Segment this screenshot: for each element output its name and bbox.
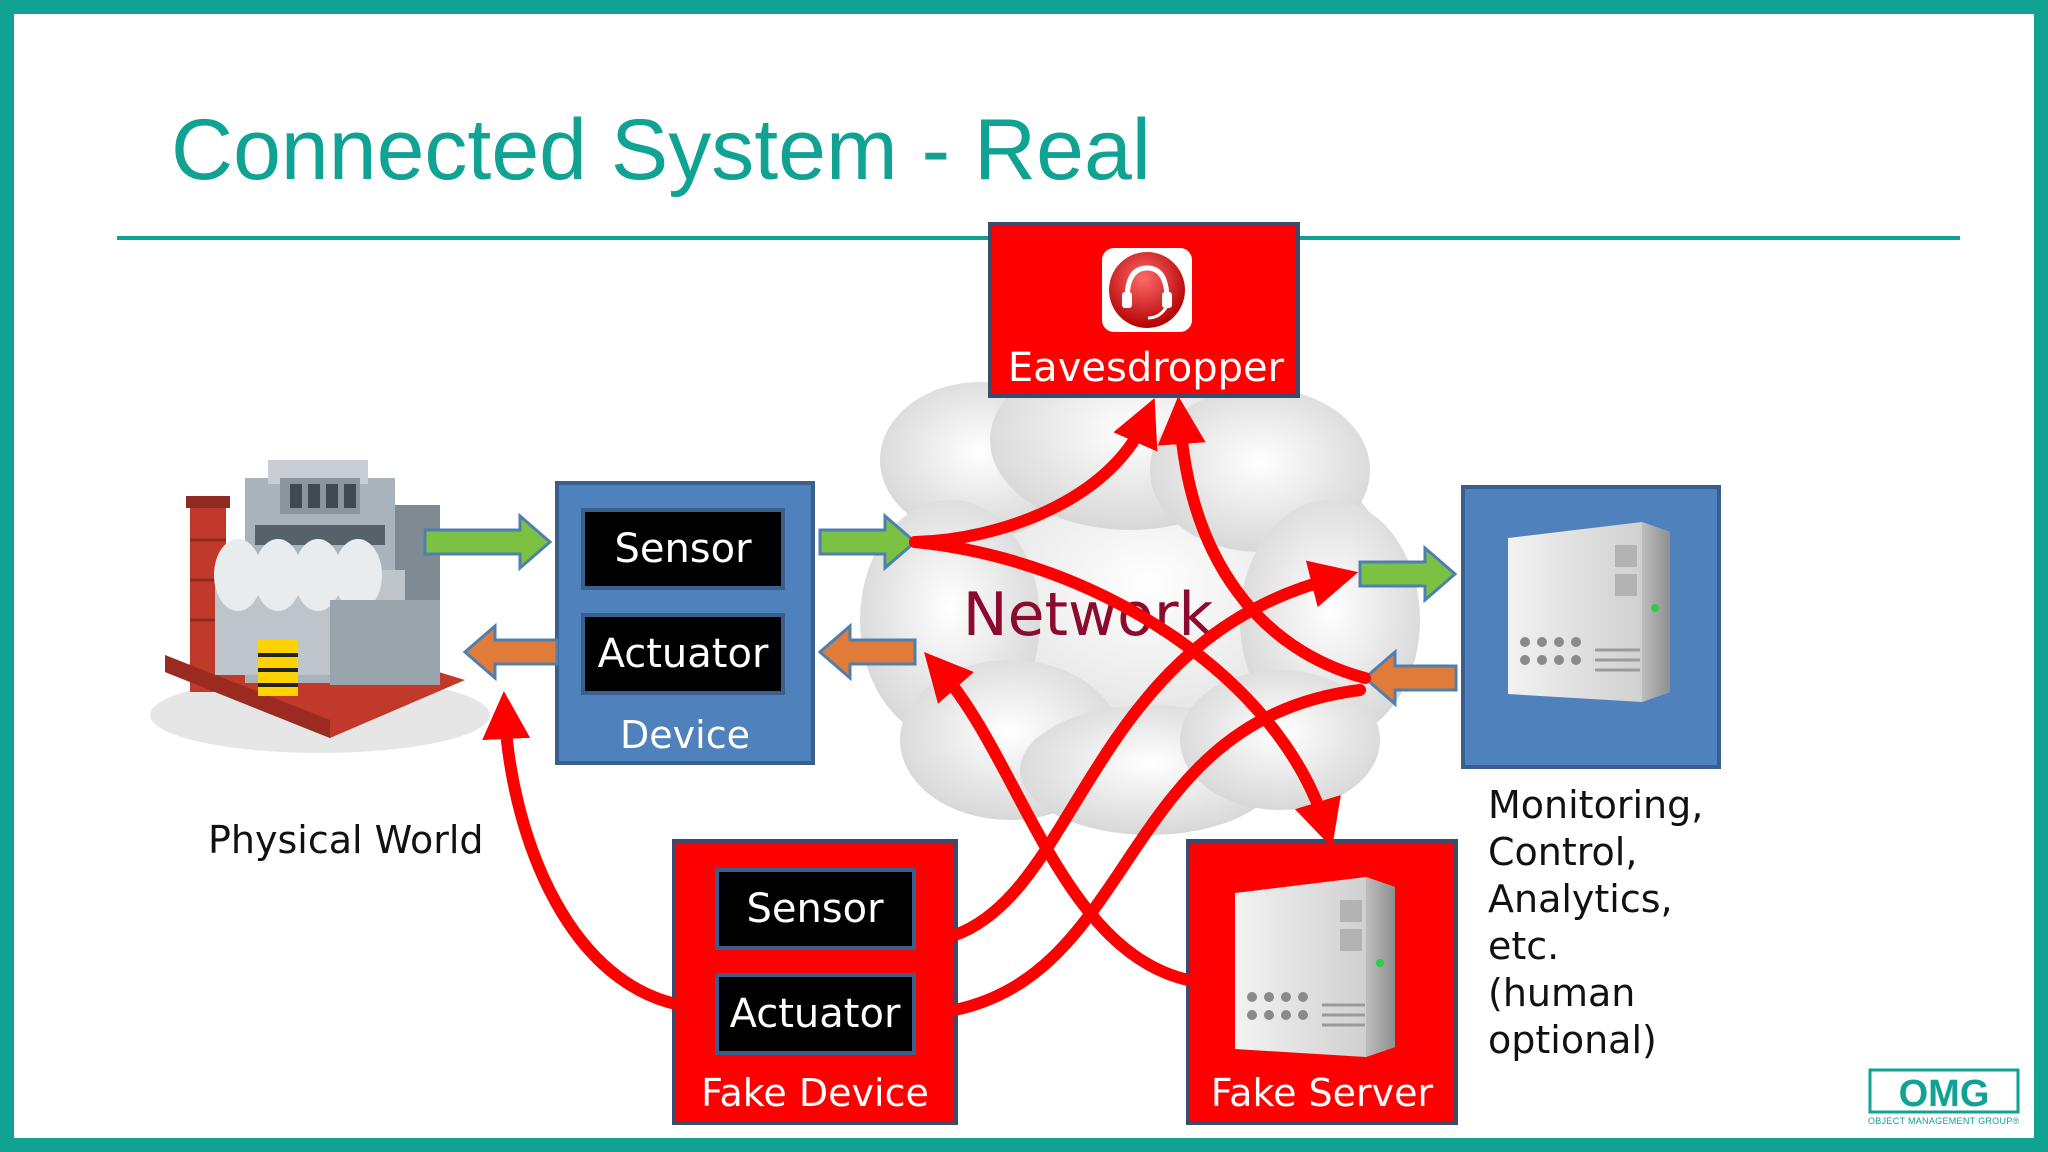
server-icon [1235,877,1395,1057]
device-actuator-label: Actuator [598,631,769,677]
server-caption-line: Analytics, [1488,877,1673,921]
eavesdropper-label: Eavesdropper [1008,345,1285,391]
fake-device-label: Fake Device [701,1071,929,1115]
arrow-network-to-actuator [817,622,917,682]
server-caption-line: Monitoring, [1488,783,1704,827]
fake-device-box: Sensor Actuator Fake Device [672,839,958,1125]
omg-logo-letters: OMG [1899,1073,1990,1115]
device-box: Sensor Actuator Device [555,481,815,765]
server-caption: Monitoring, Control, Analytics, etc. (hu… [1488,782,1703,1064]
physical-world-label: Physical World [208,818,484,862]
arrow-server-to-eavesdropper [1157,396,1371,684]
server-caption-line: Control, [1488,830,1638,874]
device-label: Device [620,713,750,757]
eavesdropper-box: Eavesdropper [988,222,1300,398]
fake-sensor-label: Sensor [746,886,884,932]
arrow-to-eavesdropper [909,398,1158,548]
arrow-sensor-to-network [818,512,918,572]
headset-icon [1102,248,1192,332]
attack-arrows [482,396,1371,1016]
arrow-physical-to-sensor [423,512,553,572]
fake-server-box: Fake Server [1186,839,1458,1125]
omg-logo: OMG [1868,1068,2020,1115]
orange-arrows [462,622,1458,708]
server-caption-line: etc. [1488,924,1560,968]
factory-icon [150,460,490,753]
green-arrows [423,512,1458,604]
omg-logo-subtitle: OBJECT MANAGEMENT GROUP® [1868,1116,2020,1126]
server-box [1461,485,1721,769]
device-sensor-label: Sensor [614,526,752,572]
fake-actuator-label: Actuator [730,991,901,1037]
arrow-fake-sensor-to-server [949,560,1359,941]
server-caption-line: (human [1488,971,1636,1015]
omg-logo-mark: OMG [1868,1068,2020,1115]
arrow-network-to-server [1358,544,1458,604]
arrow-to-fake-server [909,536,1341,848]
fake-server-label: Fake Server [1211,1071,1434,1115]
slide-title: Connected System - Real [171,102,1151,198]
arrow-actuator-to-physical [462,622,559,682]
arrow-fake-device-to-physical [482,691,686,1011]
server-caption-line: optional) [1488,1018,1657,1062]
arrow-server-to-fake-actuator [949,684,1366,1016]
arrow-server-to-network [1362,648,1458,708]
server-icon [1508,522,1670,702]
